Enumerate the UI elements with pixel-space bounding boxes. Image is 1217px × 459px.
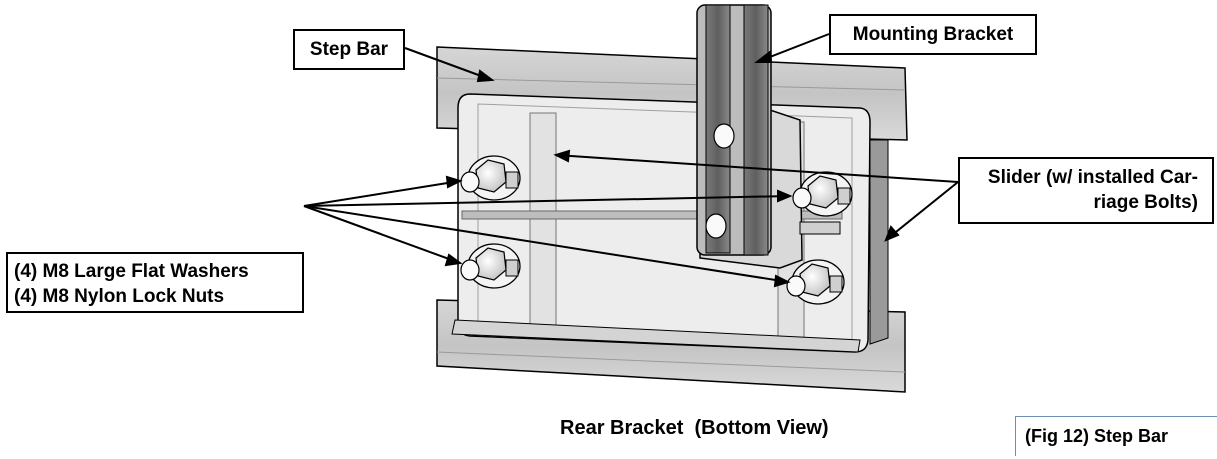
bracket-bolts <box>705 123 735 239</box>
mounting-bracket-label: Mounting Bracket <box>829 14 1037 55</box>
washer-nut-bottom-right <box>786 259 845 305</box>
mounting-bracket-label-text: Mounting Bracket <box>852 24 1014 45</box>
figure-label: (Fig 12) Step Bar <box>1015 416 1217 456</box>
step-bar-label: Step Bar <box>293 29 405 70</box>
slider-label: Slider (w/ installed Car- riage Bolts) <box>958 157 1214 224</box>
hardware-label-line1: (4) M8 Large Flat Washers <box>14 261 249 282</box>
diagram-caption: Rear Bracket (Bottom View) <box>560 417 829 439</box>
hardware-label: (4) M8 Large Flat Washers (4) M8 Nylon L… <box>6 252 304 313</box>
hardware-label-line2: (4) M8 Nylon Lock Nuts <box>14 286 225 307</box>
leader-lines <box>303 33 959 288</box>
washer-nut-bottom-left <box>460 243 521 289</box>
washer-nut-top-left <box>460 155 521 201</box>
slider-label-line1: Slider (w/ installed Car- <box>987 167 1198 188</box>
step-bar-label-text: Step Bar <box>309 39 389 60</box>
washer-nut-top-right <box>792 171 853 217</box>
slider-label-line2: riage Bolts) <box>1093 192 1198 213</box>
